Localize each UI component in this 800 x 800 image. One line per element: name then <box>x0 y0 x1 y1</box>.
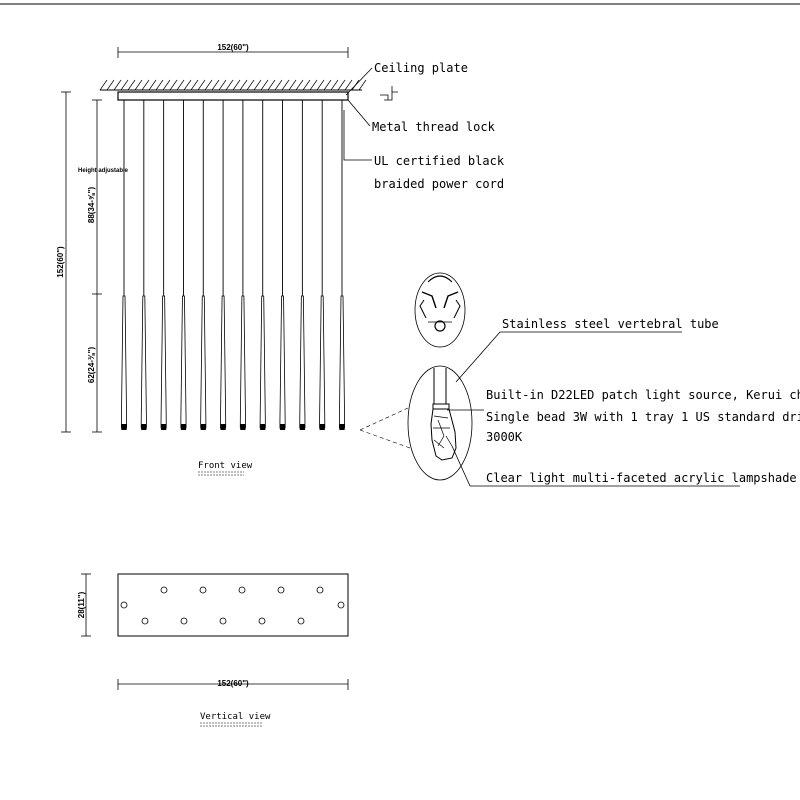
pendant-light <box>200 100 207 430</box>
front-view-caption: Front view <box>198 461 253 471</box>
callout-leaders <box>343 67 398 161</box>
mount-hole <box>337 601 345 609</box>
mount-hole <box>297 617 305 625</box>
bottom-width-label: 152(60") <box>217 679 249 688</box>
pendant-light <box>299 100 306 430</box>
power-cord-label-2: braided power cord <box>374 177 504 191</box>
segment-dimensions: 88(34-⅝") 62(24-⅜") Height adjustable <box>78 99 129 433</box>
light-source-label-1: Built-in D22LED patch light source, Keru… <box>486 388 800 402</box>
pendant-light <box>239 100 246 430</box>
mount-hole <box>199 586 207 594</box>
mount-hole <box>277 586 285 594</box>
vertebral-tube-label: Stainless steel vertebral tube <box>502 317 719 331</box>
mount-hole <box>238 586 246 594</box>
plan-plate <box>117 573 349 637</box>
ceiling-plate <box>117 91 349 101</box>
pendant-light <box>121 100 127 430</box>
ceiling-plate-label: Ceiling plate <box>374 61 468 75</box>
mount-hole <box>160 586 168 594</box>
power-cord-label-1: UL certified black <box>374 154 505 168</box>
top-width-label: 152(60") <box>217 43 249 52</box>
mount-hole <box>120 601 128 609</box>
pendant-light <box>220 100 227 430</box>
mount-hole <box>258 617 266 625</box>
pendant-light <box>160 100 167 430</box>
depth-dimension: 28(11") <box>77 573 91 637</box>
mount-hole <box>141 617 149 625</box>
mount-hole <box>316 586 324 594</box>
lamp-end-detail <box>359 365 473 481</box>
mount-hole <box>219 617 227 625</box>
depth-label: 28(11") <box>77 591 86 618</box>
height-adjustable-note: Height adjustable <box>78 168 129 174</box>
pendant-light <box>279 100 286 430</box>
lampshade-label: Clear light multi-faceted acrylic lampsh… <box>486 471 797 485</box>
ceiling-hatch <box>99 79 367 91</box>
light-source-label-2: Single bead 3W with 1 tray 1 US standard… <box>486 410 800 424</box>
total-height-dimension: 152(60") <box>56 91 71 433</box>
pendant-light <box>180 100 187 430</box>
plan-holes <box>120 586 345 625</box>
metal-thread-lock-label: Metal thread lock <box>372 120 496 134</box>
total-height-label: 152(60") <box>56 246 65 278</box>
top-width-dimension: 152(60") <box>117 43 349 58</box>
bottom-width-dimension: 152(60") <box>117 679 349 690</box>
pendant-light <box>319 100 326 430</box>
pendant-light <box>140 100 147 430</box>
light-source-label-3: 3000K <box>486 430 523 444</box>
mount-hole <box>180 617 188 625</box>
pendant-light <box>339 100 345 430</box>
adjustable-height-label: 88(34-⅝") <box>87 187 96 224</box>
pendant-group <box>121 100 345 430</box>
pendant-light <box>259 100 266 430</box>
vertical-view-caption: Vertical view <box>200 712 271 722</box>
tube-section-detail <box>414 272 466 348</box>
pendant-height-label: 62(24-⅜") <box>87 347 96 384</box>
detail-leaders <box>447 331 740 487</box>
